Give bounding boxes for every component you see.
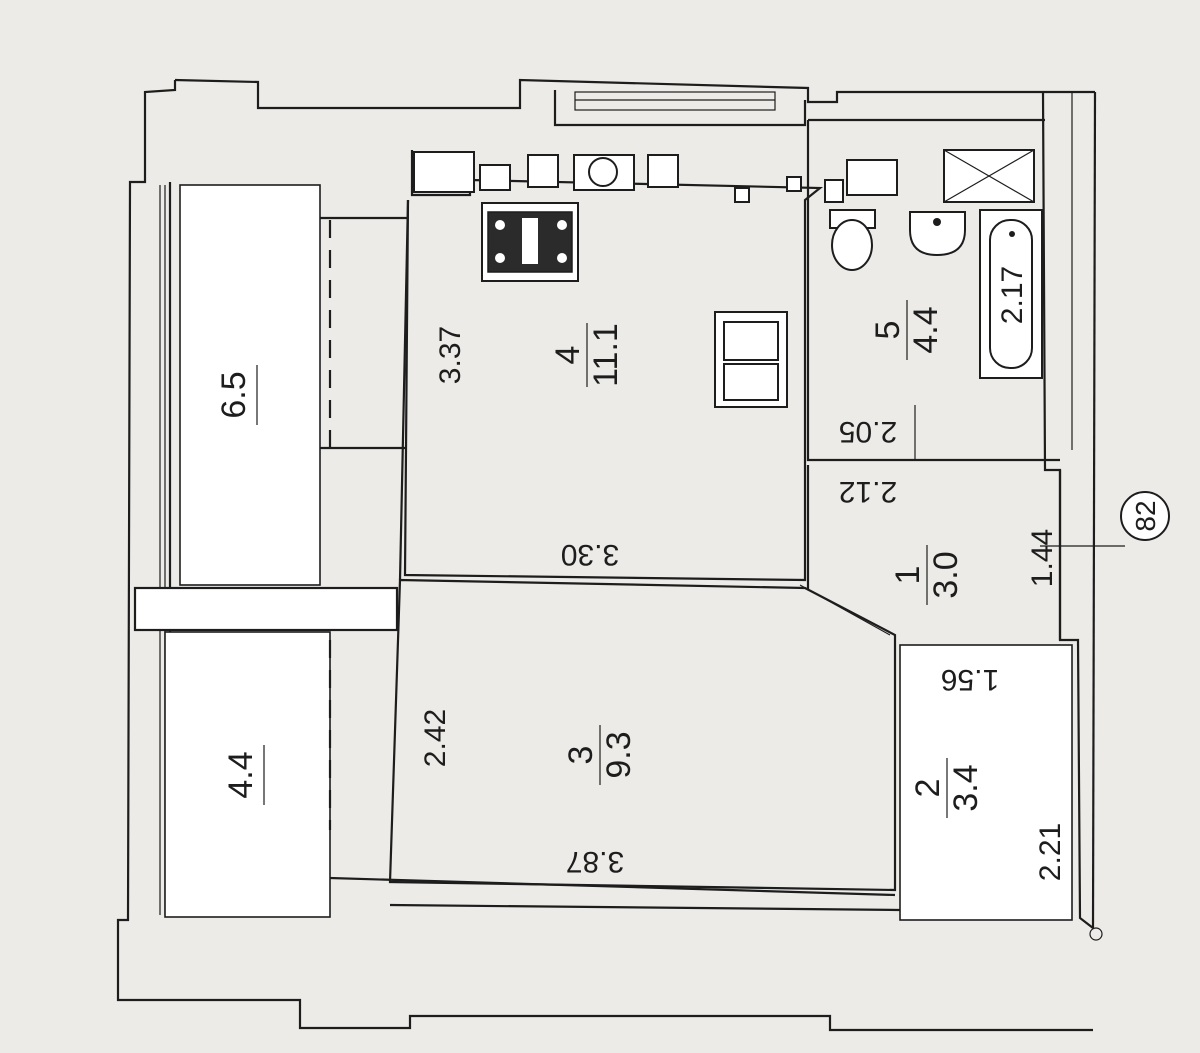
dim-bath-width: 2.05 bbox=[839, 415, 897, 448]
stove-burner-3 bbox=[557, 220, 567, 230]
kitchen-balcony-opening bbox=[320, 216, 408, 450]
room3-bottom-wall-2 bbox=[389, 903, 901, 912]
room1-label: 1 3.0 bbox=[889, 545, 965, 605]
axis-marker-label: 82 bbox=[1130, 500, 1161, 531]
room3-bottom-wall bbox=[329, 876, 896, 897]
counter-box-1 bbox=[413, 151, 475, 193]
bathroom-box-2 bbox=[846, 159, 898, 196]
balcony-upper-label: 6.5 bbox=[215, 365, 258, 425]
room3-label: 3 9.3 bbox=[562, 725, 638, 785]
kitchen-wall-left bbox=[398, 199, 410, 581]
bathroom-box-1 bbox=[824, 179, 844, 203]
kitchen-outline bbox=[403, 150, 824, 582]
stove-control bbox=[522, 218, 538, 264]
sink-unit-lower bbox=[723, 363, 779, 401]
room4-number: 4 bbox=[549, 346, 587, 365]
room3-outline bbox=[388, 578, 897, 892]
counter-box-3 bbox=[527, 154, 559, 188]
top-window bbox=[574, 91, 776, 111]
stove-burner-1 bbox=[495, 220, 505, 230]
dim-tub-length: 2.17 bbox=[996, 266, 1029, 324]
right-wall-outer bbox=[1091, 91, 1097, 929]
room4-area: 11.1 bbox=[587, 323, 625, 387]
dim-room-width: 3.87 bbox=[566, 845, 624, 878]
room1-number: 1 bbox=[889, 566, 927, 585]
top-wall-line bbox=[174, 78, 1095, 110]
room5-number: 5 bbox=[869, 321, 907, 340]
corner-mark-icon bbox=[1089, 927, 1103, 941]
dim-hall-side: 1.44 bbox=[1026, 529, 1059, 587]
dim-hall-width: 2.12 bbox=[839, 475, 897, 508]
room3-number: 3 bbox=[562, 746, 600, 765]
sink-unit-upper bbox=[723, 321, 779, 361]
axis-marker-circle bbox=[1120, 491, 1170, 541]
stove-burner-2 bbox=[495, 253, 505, 263]
counter-box-2 bbox=[479, 164, 511, 191]
balcony-upper-outline bbox=[179, 184, 321, 586]
top-wall-step bbox=[553, 90, 807, 127]
tub-dot-icon bbox=[1009, 231, 1015, 237]
dim-kitchen-width: 3.30 bbox=[561, 538, 619, 571]
toilet-icon bbox=[831, 219, 873, 271]
bathroom-outline bbox=[806, 118, 1060, 462]
vent-shaft-cross-2 bbox=[943, 149, 1035, 203]
dim-pantry-width: 1.56 bbox=[941, 663, 999, 696]
sink-bowl-icon bbox=[588, 157, 618, 187]
bathtub-inner bbox=[989, 219, 1033, 369]
balcony-lower-outline bbox=[164, 631, 331, 918]
balcony-lower-label: 4.4 bbox=[222, 745, 265, 805]
room2-area: 3.4 bbox=[947, 764, 985, 811]
stove-burner-4 bbox=[557, 253, 567, 263]
hall-outline bbox=[806, 465, 1062, 640]
dim-kitchen-side: 3.37 bbox=[434, 326, 467, 384]
counter-box-7 bbox=[786, 176, 802, 192]
balcony-upper-area: 6.5 bbox=[215, 371, 253, 418]
dim-room-side: 2.42 bbox=[419, 709, 452, 767]
room4-label: 4 11.1 bbox=[549, 323, 625, 387]
counter-box-5 bbox=[647, 154, 679, 188]
room2-label: 2 3.4 bbox=[909, 758, 985, 818]
room5-label: 5 4.4 bbox=[869, 300, 945, 360]
outer-wall-contour bbox=[116, 80, 1093, 1032]
washbasin-drain bbox=[933, 218, 941, 226]
room2-number: 2 bbox=[909, 779, 947, 798]
balcony-lower-area: 4.4 bbox=[222, 751, 260, 798]
room5-area: 4.4 bbox=[907, 306, 945, 353]
washbasin-icon bbox=[909, 211, 966, 257]
balcony-divider-wall bbox=[133, 586, 399, 632]
room3-area: 9.3 bbox=[600, 731, 638, 778]
room2-outline bbox=[899, 644, 1073, 921]
counter-box-6 bbox=[734, 187, 750, 203]
room1-area: 3.0 bbox=[927, 551, 965, 598]
dim-pantry-side: 2.21 bbox=[1034, 823, 1067, 881]
